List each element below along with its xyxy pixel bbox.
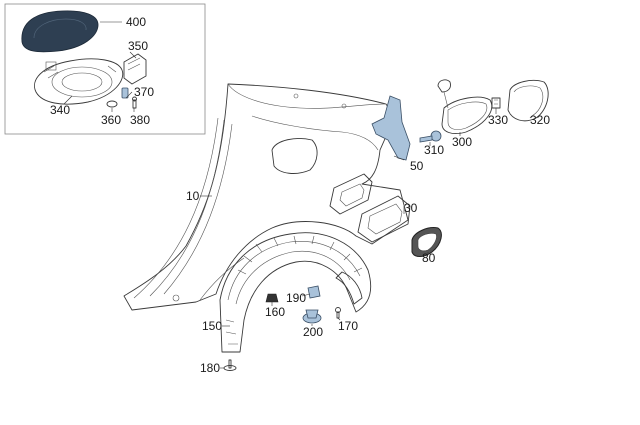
part-330-clip[interactable]: [491, 97, 501, 109]
callout-160: 160: [265, 305, 285, 319]
part-380-screw[interactable]: [132, 96, 137, 109]
part-400-fuel-door-cover[interactable]: [21, 10, 99, 53]
part-310-bump-stop[interactable]: [419, 130, 442, 143]
part-350-actuator[interactable]: [123, 53, 147, 85]
callout-170: 170: [338, 319, 358, 333]
part-150-wheel-arch-liner[interactable]: [219, 232, 372, 353]
leader-lines: [63, 21, 533, 369]
callout-380: 380: [130, 113, 150, 127]
callout-180: 180: [200, 361, 220, 375]
part-190-clip[interactable]: [307, 285, 321, 299]
part-170-screw[interactable]: [335, 307, 341, 319]
part-370-clip[interactable]: [121, 87, 129, 99]
part-50-bracket[interactable]: [371, 95, 411, 161]
callout-370: 370: [134, 85, 154, 99]
callout-50: 50: [410, 159, 424, 173]
callout-400: 400: [126, 15, 146, 29]
part-160-clip[interactable]: [265, 293, 279, 303]
callout-80: 80: [422, 251, 436, 265]
callout-200: 200: [303, 325, 323, 339]
part-320-fuel-door[interactable]: [507, 79, 549, 122]
part-360-grommet[interactable]: [106, 100, 118, 108]
callout-340: 340: [50, 103, 70, 117]
callout-350: 350: [128, 39, 148, 53]
callout-10: 10: [186, 189, 200, 203]
part-300-filler-neck[interactable]: [437, 79, 493, 135]
part-340-filler-housing[interactable]: [34, 58, 124, 105]
callout-150: 150: [202, 319, 222, 333]
part-10-quarter-panel[interactable]: [123, 83, 409, 311]
part-200-rivet[interactable]: [302, 309, 322, 324]
callout-330: 330: [488, 113, 508, 127]
part-30-filler-pocket[interactable]: [329, 173, 411, 243]
callout-30: 30: [404, 201, 418, 215]
callout-360: 360: [101, 113, 121, 127]
callout-320: 320: [530, 113, 550, 127]
callout-300: 300: [452, 135, 472, 149]
callout-310: 310: [424, 143, 444, 157]
part-180-pin[interactable]: [223, 359, 237, 371]
callout-190: 190: [286, 291, 306, 305]
part-80-flap-frame[interactable]: [411, 227, 442, 257]
